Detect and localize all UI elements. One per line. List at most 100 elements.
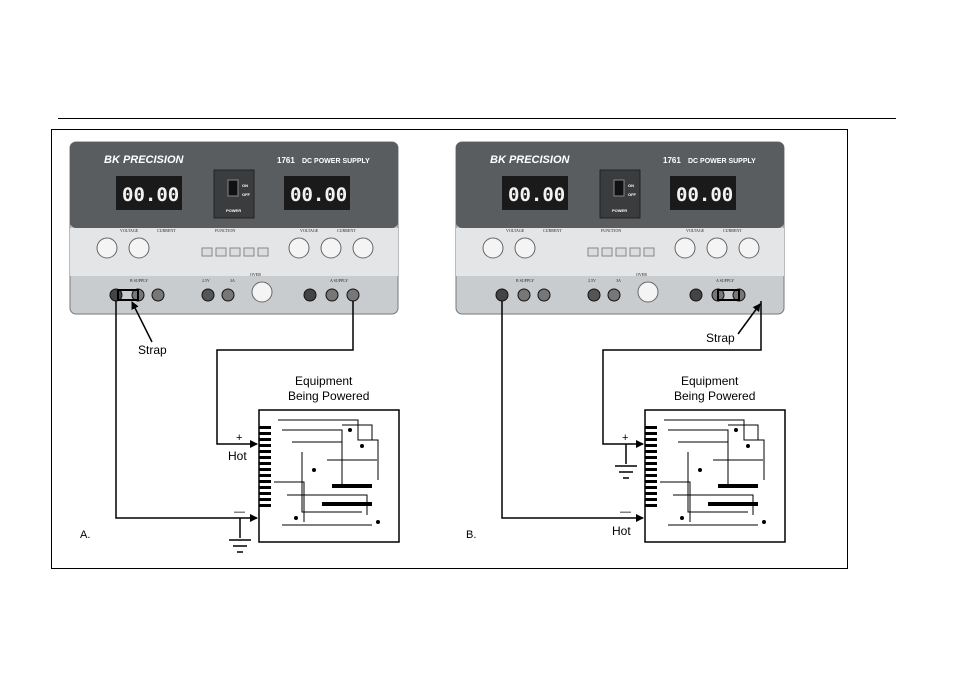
current-knob-b-b[interactable] [514, 237, 536, 259]
svg-text:00.00: 00.00 [676, 184, 733, 206]
strap-label-b: Strap [706, 331, 735, 345]
overload-knob-b[interactable] [637, 281, 659, 303]
supply-title-b: DC POWER SUPPLY [688, 158, 756, 165]
terminal-a-gnd-a[interactable] [325, 288, 339, 302]
svg-text:OVER: OVER [250, 272, 261, 277]
supply-title-a: DC POWER SUPPLY [302, 158, 370, 165]
display-right-b [670, 176, 736, 210]
current-knob-a-a[interactable] [320, 237, 342, 259]
function-button-4-b[interactable] [629, 247, 641, 257]
hot-label-b: Hot [612, 524, 631, 538]
wiring-b [501, 301, 762, 522]
wiring-a [115, 301, 354, 553]
svg-text:A SUPPLY: A SUPPLY [330, 278, 348, 283]
svg-text:00.00: 00.00 [122, 184, 179, 206]
function-button-3-a[interactable] [229, 247, 241, 257]
terminal-b-plus-b[interactable] [537, 288, 551, 302]
terminal-a-minus-b[interactable] [689, 288, 703, 302]
function-button-3-b[interactable] [615, 247, 627, 257]
svg-text:CURRENT: CURRENT [723, 228, 742, 233]
svg-text:A SUPPLY: A SUPPLY [716, 278, 734, 283]
voltage-knob-a-a[interactable] [288, 237, 310, 259]
strap-label-a: Strap [138, 343, 167, 357]
strap-b [717, 289, 740, 301]
function-button-5-a[interactable] [257, 247, 269, 257]
svg-text:VOLTAGE: VOLTAGE [120, 228, 139, 233]
svg-text:VOLTAGE: VOLTAGE [506, 228, 525, 233]
load-board-b [644, 409, 786, 543]
svg-text:CURRENT: CURRENT [337, 228, 356, 233]
svg-text:B SUPPLY: B SUPPLY [516, 278, 534, 283]
svg-text:2.5V: 2.5V [202, 278, 210, 283]
terminal-fixed-1-a[interactable] [201, 288, 215, 302]
figure-b: BK PRECISION 1761 DC POWER SUPPLY 00.00 … [455, 141, 786, 543]
current-knob-b-a[interactable] [128, 237, 150, 259]
svg-text:CURRENT: CURRENT [157, 228, 176, 233]
panel-label-a: A. [80, 529, 90, 541]
strap-a [117, 289, 139, 301]
terminal-fixed-2-a[interactable] [221, 288, 235, 302]
load-board-a [258, 409, 400, 543]
header-rule [58, 118, 896, 119]
terminal-fixed-2-b[interactable] [607, 288, 621, 302]
voltage-knob-b-a[interactable] [96, 237, 118, 259]
svg-text:3A: 3A [230, 278, 235, 283]
power-supply-a: BK PRECISION 1761 DC POWER SUPPLY 00.00 … [69, 141, 399, 315]
svg-text:B SUPPLY: B SUPPLY [130, 278, 148, 283]
power-switch-b[interactable] [613, 179, 625, 197]
svg-text:ON: ON [628, 183, 634, 188]
svg-text:CURRENT: CURRENT [543, 228, 562, 233]
svg-text:2.5V: 2.5V [588, 278, 596, 283]
figure-frame: BK PRECISION 1761 DC POWER SUPPLY 00.00 … [51, 129, 848, 569]
function-button-2-b[interactable] [601, 247, 613, 257]
load-title-b-1: Equipment [681, 374, 739, 388]
function-button-4-a[interactable] [243, 247, 255, 257]
current-knob-a2-b[interactable] [738, 237, 760, 259]
svg-text:OFF: OFF [628, 192, 637, 197]
load-title-a-2: Being Powered [288, 389, 369, 403]
minus-label-a: — [234, 506, 245, 518]
current-knob-a2-a[interactable] [352, 237, 374, 259]
plus-label-b: + [622, 432, 628, 444]
terminal-a-plus-a[interactable] [346, 288, 360, 302]
figure-a: BK PRECISION 1761 DC POWER SUPPLY 00.00 … [69, 141, 400, 553]
brand-logo-b: BK PRECISION [490, 154, 571, 166]
voltage-knob-a-b[interactable] [674, 237, 696, 259]
model-number-a: 1761 [277, 156, 295, 165]
svg-text:POWER: POWER [612, 208, 627, 213]
display-left-b [502, 176, 568, 210]
power-switch-a[interactable] [227, 179, 239, 197]
terminal-b-plus-a[interactable] [151, 288, 165, 302]
model-number-b: 1761 [663, 156, 681, 165]
svg-text:VOLTAGE: VOLTAGE [686, 228, 705, 233]
minus-label-b: — [620, 506, 631, 518]
svg-text:VOLTAGE: VOLTAGE [300, 228, 319, 233]
hot-label-a: Hot [228, 449, 247, 463]
terminal-a-minus-a[interactable] [303, 288, 317, 302]
svg-text:OFF: OFF [242, 192, 251, 197]
svg-text:FUNCTION: FUNCTION [601, 228, 621, 233]
overload-knob-a[interactable] [251, 281, 273, 303]
panel-label-b: B. [466, 529, 476, 541]
function-button-1-b[interactable] [587, 247, 599, 257]
terminal-b-gnd-b[interactable] [517, 288, 531, 302]
plus-label-a: + [236, 432, 242, 444]
load-title-a-1: Equipment [295, 374, 353, 388]
function-button-5-b[interactable] [643, 247, 655, 257]
svg-text:POWER: POWER [226, 208, 241, 213]
svg-text:00.00: 00.00 [290, 184, 347, 206]
load-title-b-2: Being Powered [674, 389, 755, 403]
current-knob-a-b[interactable] [706, 237, 728, 259]
function-button-1-a[interactable] [201, 247, 213, 257]
svg-text:ON: ON [242, 183, 248, 188]
wiring-diagram: BK PRECISION 1761 DC POWER SUPPLY 00.00 … [69, 141, 786, 553]
display-left-a [116, 176, 182, 210]
voltage-knob-b-b[interactable] [482, 237, 504, 259]
brand-logo-a: BK PRECISION [104, 154, 185, 166]
terminal-fixed-1-b[interactable] [587, 288, 601, 302]
svg-text:3A: 3A [616, 278, 621, 283]
terminal-b-minus-b[interactable] [495, 288, 509, 302]
function-button-2-a[interactable] [215, 247, 227, 257]
svg-text:00.00: 00.00 [508, 184, 565, 206]
display-right-a [284, 176, 350, 210]
